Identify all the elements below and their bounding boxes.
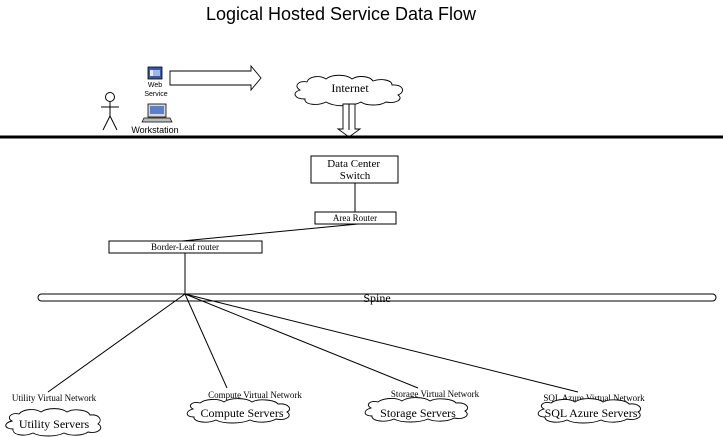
data-center-switch-label-line-1: Data Center: [327, 158, 380, 170]
utility-servers-label: Utility Servers: [19, 417, 90, 431]
diagram-title: Logical Hosted Service Data Flow: [206, 4, 477, 24]
sql-azure-servers-cloud-icon: [537, 398, 641, 424]
data-center-switch-box: [310, 155, 399, 184]
spine-to-utility-link: [47, 293, 186, 393]
compute-servers-label: Compute Servers: [201, 406, 284, 420]
spine-to-compute-link: [184, 293, 228, 389]
sql-azure-network-label: SQL Azure Virtual Network: [543, 393, 645, 403]
workstation-label: Workstation: [131, 125, 178, 135]
spine-to-storage-link: [184, 293, 419, 389]
web-service-label: Web Service: [144, 82, 167, 98]
web-service-arrow: [169, 64, 262, 92]
utility-servers-cloud-icon: [5, 408, 102, 437]
data-center-switch-label: Data Center Switch: [327, 158, 383, 182]
storage-servers-label: Storage Servers: [380, 406, 456, 420]
storage-servers-cloud-icon: [364, 397, 468, 423]
internet-down-arrow: [336, 103, 362, 138]
utility-network-label: Utility Virtual Network: [12, 393, 97, 403]
area-router-to-border-leaf-link: [181, 223, 359, 242]
web-service-label-line-1: Web: [148, 82, 162, 89]
compute-network-label: Compute Virtual Network: [208, 390, 302, 400]
area-router-label: Area Router: [333, 213, 377, 223]
internet-cloud-icon: [294, 74, 403, 107]
spine-to-sql-azure-link: [184, 293, 579, 393]
border-leaf-router-label: Border-Leaf router: [151, 242, 219, 252]
internet-label: Internet: [331, 81, 369, 95]
compute-servers-cloud-icon: [186, 398, 290, 424]
workstation-icon: [141, 103, 173, 123]
user-figure-icon: [101, 92, 119, 131]
sql-azure-servers-label: SQL Azure Servers: [545, 406, 638, 420]
storage-network-label: Storage Virtual Network: [391, 389, 480, 399]
web-service-icon: [147, 66, 163, 80]
data-center-switch-label-line-2: Switch: [340, 170, 371, 182]
spine-label: Spine: [363, 291, 390, 305]
web-service-label-line-2: Service: [144, 91, 167, 98]
